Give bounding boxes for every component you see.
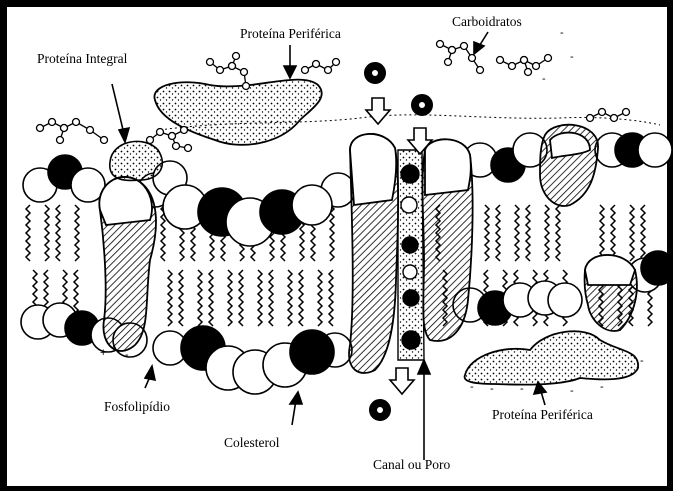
- phospholipid-head: [638, 133, 672, 167]
- sugar-ring: [509, 63, 516, 70]
- lipid-tail: [179, 270, 183, 326]
- label-colesterol: Colesterol: [224, 436, 280, 450]
- lipid-tail: [258, 270, 262, 326]
- svg-text:+: +: [100, 347, 106, 359]
- sugar-ring: [233, 53, 240, 60]
- svg-text:-: -: [560, 27, 564, 39]
- lipid-tail: [630, 205, 634, 261]
- lipid-tail: [485, 205, 489, 261]
- lipid-tail: [329, 270, 333, 326]
- integral-protein-left: [99, 177, 156, 351]
- svg-text:-: -: [600, 381, 604, 393]
- sugar-ring: [599, 109, 606, 116]
- sugar-ring: [37, 125, 44, 132]
- sugar-ring: [449, 47, 456, 54]
- sugar-ring: [461, 43, 468, 50]
- sugar-ring: [623, 109, 630, 116]
- sugar-ring: [57, 137, 64, 144]
- integral-protein-center: [349, 134, 398, 373]
- lipid-tail: [318, 270, 322, 326]
- lipid-tail: [269, 270, 273, 326]
- label-proteina-periferica-bottom: Proteína Periférica: [492, 408, 593, 422]
- sugar-ring: [181, 127, 188, 134]
- lipid-tail: [611, 205, 615, 261]
- lipid-tail: [239, 270, 243, 326]
- sugar-ring: [437, 41, 444, 48]
- sugar-ring: [497, 57, 504, 64]
- sugar-ring: [525, 69, 532, 76]
- svg-text:-: -: [542, 73, 546, 85]
- sugar-ring: [469, 55, 476, 62]
- lipid-tail: [299, 270, 303, 326]
- sugar-ring: [243, 83, 250, 90]
- sugar-ring: [73, 119, 80, 126]
- lipid-tail: [26, 205, 30, 261]
- svg-text:-: -: [570, 51, 574, 63]
- peripheral-protein-bottom: [465, 331, 639, 384]
- sugar-ring: [49, 119, 56, 126]
- lipid-tail: [75, 205, 79, 261]
- sugar-ring: [302, 67, 309, 74]
- sugar-ring: [229, 63, 236, 70]
- lipid-tail: [168, 270, 172, 326]
- sugar-ring: [87, 127, 94, 134]
- label-carboidratos: Carboidratos: [452, 15, 522, 29]
- sugar-ring: [325, 67, 332, 74]
- sugar-ring: [587, 115, 594, 122]
- lipid-tail: [641, 205, 645, 261]
- label-canal-ou-poro: Canal ou Poro: [373, 458, 450, 472]
- svg-text:-: -: [520, 383, 524, 395]
- integral-protein-top-left: [110, 141, 163, 180]
- sugar-ring: [207, 59, 214, 66]
- integral-protein-lower-right: [585, 255, 637, 331]
- label-fosfolipidio: Fosfolipídio: [104, 400, 170, 414]
- lipid-tail: [209, 270, 213, 326]
- sugar-ring: [533, 63, 540, 70]
- lipid-tail: [526, 205, 530, 261]
- pore-channel: [398, 150, 424, 360]
- svg-text:-: -: [490, 383, 494, 395]
- lipid-tail: [515, 205, 519, 261]
- sugar-ring: [157, 129, 164, 136]
- lipid-tail: [545, 205, 549, 261]
- phospholipid-head: [641, 251, 673, 285]
- lipid-tail: [600, 205, 604, 261]
- sugar-ring: [313, 61, 320, 68]
- lipid-tail: [288, 270, 292, 326]
- sugar-ring: [185, 145, 192, 152]
- channel-protein-right: [422, 139, 472, 341]
- sugar-ring: [521, 57, 528, 64]
- label-proteina-integral: Proteína Integral: [37, 52, 127, 66]
- lipid-tail: [228, 270, 232, 326]
- lipid-tail: [496, 205, 500, 261]
- sugar-ring: [477, 67, 484, 74]
- lipid-tail: [45, 205, 49, 261]
- svg-text:-: -: [570, 385, 574, 397]
- svg-text:-: -: [470, 381, 474, 393]
- sugar-ring: [445, 59, 452, 66]
- peripheral-protein-top: [154, 80, 321, 145]
- phospholipid-head: [548, 283, 582, 317]
- lipid-tail: [556, 205, 560, 261]
- sugar-ring: [611, 115, 618, 122]
- sugar-ring: [61, 125, 68, 132]
- sugar-ring: [147, 137, 154, 144]
- sugar-ring: [217, 67, 224, 74]
- label-proteina-periferica-top: Proteína Periférica: [240, 27, 341, 41]
- sugar-ring: [333, 59, 340, 66]
- integral-protein-right: [540, 125, 598, 206]
- svg-text:-: -: [125, 349, 129, 361]
- sugar-ring: [173, 143, 180, 150]
- sugar-ring: [169, 133, 176, 140]
- cholesterol-cluster: [163, 185, 334, 394]
- lipid-tail: [56, 205, 60, 261]
- sugar-ring: [101, 137, 108, 144]
- sugar-ring: [545, 55, 552, 62]
- sugar-ring: [241, 69, 248, 76]
- lipid-tail: [198, 270, 202, 326]
- svg-text:-: -: [640, 355, 644, 367]
